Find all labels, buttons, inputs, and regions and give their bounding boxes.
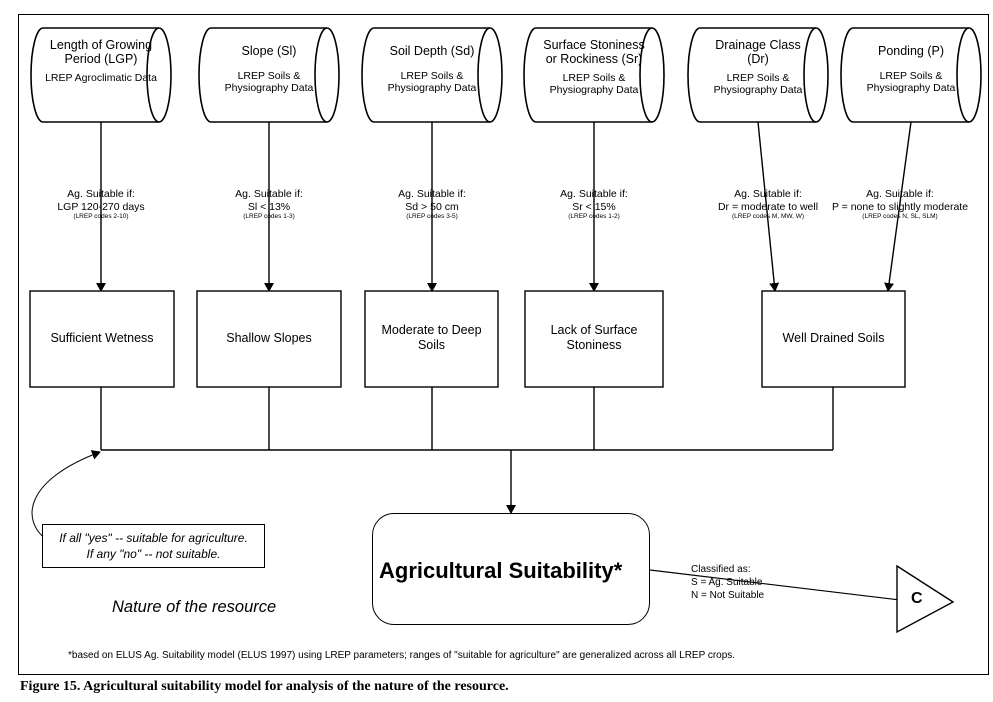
nature-label: Nature of the resource (112, 598, 277, 616)
source-title: Soil Depth (Sd) (389, 44, 475, 58)
figure-caption: Figure 15. Agricultural suitability mode… (20, 679, 509, 694)
condition-label: Ag. Suitable if:Dr = moderate to well(LR… (673, 188, 863, 221)
result-box (524, 290, 664, 388)
cylinder-end-curve (639, 27, 653, 123)
condition-label: Ag. Suitable if:LGP 120-270 days(LREP co… (6, 188, 196, 221)
connector-c-shape (896, 564, 955, 634)
source-subtitle: LREP Soils & (400, 70, 464, 82)
condition-heading: Ag. Suitable if: (235, 188, 303, 200)
cylinder-end-curve (803, 27, 817, 123)
cylinder-end-curve (314, 27, 328, 123)
source-subtitle: LREP Soils & (879, 70, 943, 82)
result-line: Stoniness (566, 338, 622, 352)
source-gap (372, 58, 492, 70)
condition-rule: Sd > 50 cm (405, 200, 459, 213)
output-line (649, 569, 901, 601)
source-title: Period (LGP) (64, 52, 138, 66)
result-box (29, 290, 175, 388)
condition-rule: P = none to slightly moderate (831, 200, 969, 213)
cylinder-end-curve (477, 27, 491, 123)
condition-heading: Ag. Suitable if: (866, 188, 934, 200)
footnote: *based on ELUS Ag. Suitability model (EL… (68, 650, 736, 661)
classification-legend: Classified as: S = Ag. Suitable N = Not … (691, 563, 764, 602)
decision-note: If all "yes" -- suitable for agriculture… (42, 524, 265, 568)
source-subtitle: LREP Agroclimatic Data (45, 72, 157, 84)
source-subtitle: Physiography Data (549, 84, 639, 96)
condition-codes: (LREP codes 1-3) (243, 213, 295, 221)
condition-codes: (LREP codes 3-5) (406, 213, 458, 221)
source-title: Ponding (P) (877, 44, 944, 58)
classification-n: N = Not Suitable (691, 590, 765, 601)
source-label: Drainage Class(Dr) LREP Soils &Physiograp… (698, 38, 818, 96)
result-label: Well Drained Soils (762, 331, 905, 346)
note-line-1: If all "yes" -- suitable for agriculture… (59, 531, 248, 545)
result-label: Sufficient Wetness (30, 331, 174, 346)
condition-rule: Dr = moderate to well (717, 200, 819, 213)
source-subtitle: LREP Soils & (562, 72, 626, 84)
result-box (364, 290, 499, 388)
condition-codes: (LREP codes N, SL, SLM) (862, 213, 938, 221)
condition-codes: (LREP codes M, MW, W) (731, 213, 805, 221)
source-subtitle: LREP Soils & (726, 72, 790, 84)
criterion-arrow (757, 121, 780, 292)
condition-rule: Sr < 15% (572, 200, 616, 213)
source-subtitle: Physiography Data (387, 82, 477, 94)
connector-c-label: C (911, 590, 923, 607)
agricultural-suitability-title: Agricultural Suitability* (379, 558, 623, 583)
condition-heading: Ag. Suitable if: (734, 188, 802, 200)
feedback-curve (31, 450, 101, 541)
condition-label: Ag. Suitable if:Sd > 50 cm(LREP codes 3-… (337, 188, 527, 221)
diagram-frame (18, 14, 989, 675)
result-line: Sufficient Wetness (50, 331, 154, 345)
classification-s: S = Ag. Suitable (691, 577, 763, 588)
source-label: Slope (Sl) LREP Soils &Physiography Data (209, 44, 329, 94)
source-title: Slope (Sl) (241, 44, 297, 58)
result-line: Shallow Slopes (226, 331, 312, 345)
source-subtitle: LREP Soils & (237, 70, 301, 82)
source-title: Drainage Class (715, 38, 801, 52)
result-box (196, 290, 342, 388)
condition-heading: Ag. Suitable if: (67, 188, 135, 200)
condition-rule: Sl < 13% (247, 200, 291, 213)
result-line: Soils (417, 338, 446, 352)
condition-label: Ag. Suitable if:P = none to slightly mod… (805, 188, 993, 221)
result-box (761, 290, 906, 388)
source-label: Soil Depth (Sd) LREP Soils &Physiography … (372, 44, 492, 94)
classification-heading: Classified as: (691, 564, 751, 575)
note-line-2: If any "no" -- not suitable. (86, 547, 221, 561)
source-subtitle: Physiography Data (866, 82, 956, 94)
condition-rule: LGP 120-270 days (57, 200, 145, 213)
source-title: Length of Growing (49, 38, 153, 52)
criterion-arrow (884, 121, 912, 292)
cylinder-end-curve (146, 27, 160, 123)
agricultural-suitability-box (372, 513, 650, 625)
result-line: Well Drained Soils (782, 331, 885, 345)
source-title: Surface Stoniness (543, 38, 645, 52)
result-line: Lack of Surface (550, 323, 638, 337)
condition-label: Ag. Suitable if:Sl < 13%(LREP codes 1-3) (174, 188, 364, 221)
condition-codes: (LREP codes 2-10) (73, 213, 129, 221)
source-title: (Dr) (747, 52, 769, 66)
condition-heading: Ag. Suitable if: (398, 188, 466, 200)
result-label: Shallow Slopes (197, 331, 341, 346)
condition-label: Ag. Suitable if:Sr < 15%(LREP codes 1-2) (499, 188, 689, 221)
result-line: Moderate to Deep (381, 323, 482, 337)
source-subtitle: Physiography Data (224, 82, 314, 94)
source-title: or Rockiness (Sr) (545, 52, 643, 66)
source-subtitle: Physiography Data (713, 84, 803, 96)
condition-codes: (LREP codes 1-2) (568, 213, 620, 221)
condition-heading: Ag. Suitable if: (560, 188, 628, 200)
source-gap (851, 58, 971, 70)
source-gap (209, 58, 329, 70)
cylinder-end-curve (956, 27, 970, 123)
source-label: Ponding (P) LREP Soils &Physiography Data (851, 44, 971, 94)
